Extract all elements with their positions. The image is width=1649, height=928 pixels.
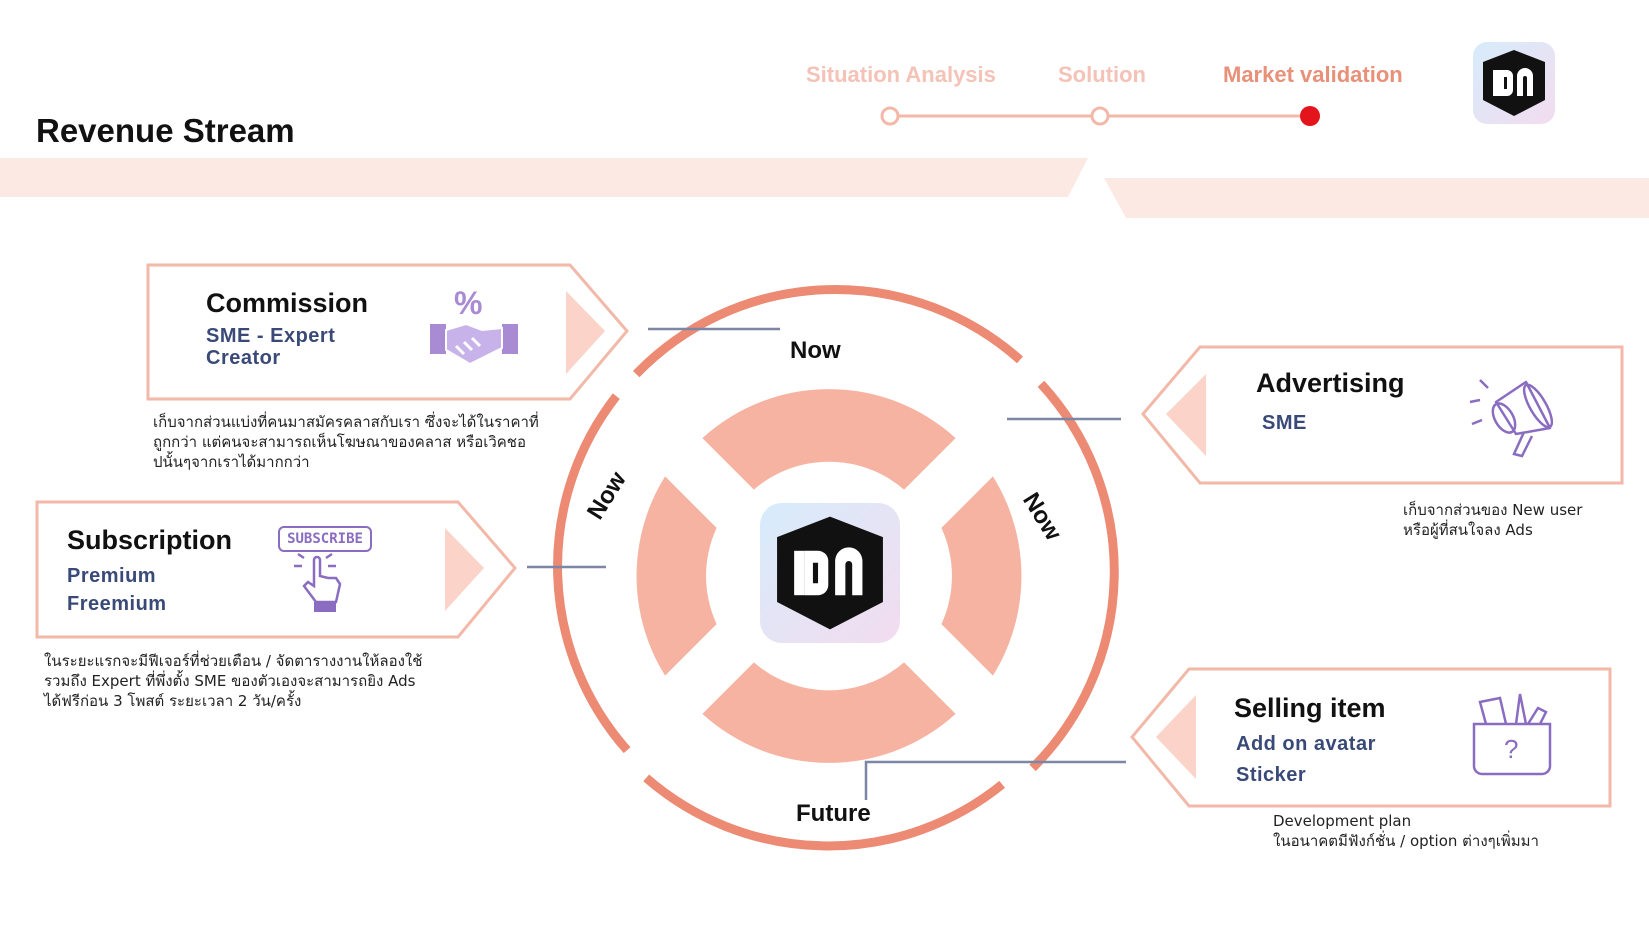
quadrant-top bbox=[702, 389, 956, 490]
subscription-sub-line: Freemium bbox=[67, 593, 167, 615]
subscription-sub-line: Premium bbox=[67, 565, 157, 587]
commission-desc-line: ถูกกว่า แต่คนจะสามารถเห็นโฆษณาของคลาส หร… bbox=[153, 433, 527, 451]
quadrant-right bbox=[941, 476, 1022, 676]
commission-title: Commission bbox=[206, 288, 369, 318]
subscription-sub: Premium Freemium bbox=[67, 562, 167, 618]
step-dot-current bbox=[1300, 106, 1320, 126]
quadrant-left bbox=[636, 476, 717, 676]
dn-cube-logo-icon bbox=[777, 516, 883, 630]
ring-arc-top bbox=[632, 285, 1023, 378]
subscribe-icon-text: SUBSCRIBE bbox=[278, 526, 372, 552]
center-logo bbox=[760, 503, 900, 643]
handshake-percent-icon: % bbox=[430, 285, 518, 366]
selling-sub: Add on avatar Sticker bbox=[1236, 730, 1376, 789]
selling-desc-line: Development plan bbox=[1273, 812, 1412, 830]
commission-desc-line: ปนั้นๆจากเราได้มากกว่า bbox=[153, 453, 310, 471]
advertising-desc: เก็บจากส่วนของ New user หรือผู้ที่สนใจลง… bbox=[1403, 500, 1582, 540]
selling-sub-line: Add on avatar bbox=[1236, 733, 1376, 755]
mystery-box-icon: ? bbox=[1472, 693, 1552, 776]
selling-sub-line: Sticker bbox=[1236, 764, 1307, 786]
subscription-desc-line: รวมถึง Expert ที่พึ่งตั้ง SME ของตัวเองจ… bbox=[44, 672, 416, 690]
ring-arc-left bbox=[553, 393, 631, 754]
subscribe-button-icon: SUBSCRIBE bbox=[278, 526, 372, 622]
commission-desc-line: เก็บจากส่วนแบ่งที่คนมาสมัครคลาสกับเรา ซึ… bbox=[153, 413, 539, 431]
subscription-desc-line: ในระยะแรกจะมีฟีเจอร์ที่ช่วยเตือน / จัดตา… bbox=[44, 652, 423, 670]
svg-text:%: % bbox=[454, 285, 482, 321]
brand-logo bbox=[1473, 42, 1555, 124]
selling-card-frame bbox=[1130, 667, 1612, 808]
progress-line bbox=[880, 106, 1320, 126]
commission-desc: เก็บจากส่วนแบ่งที่คนมาสมัครคลาสกับเรา ซึ… bbox=[153, 412, 539, 472]
progress-tracker: Situation Analysis Solution Market valid… bbox=[0, 0, 1649, 140]
ring-arc-right bbox=[1029, 380, 1119, 772]
selling-desc-line: ในอนาคตมีฟังก์ชั่น / option ต่างๆเพิ่มมา bbox=[1273, 832, 1539, 850]
advertising-desc-line: หรือผู้ที่สนใจลง Ads bbox=[1403, 521, 1533, 539]
subscription-card-frame bbox=[35, 500, 517, 639]
step-dot-1 bbox=[880, 106, 900, 126]
ring-arc-bottom bbox=[643, 774, 1006, 851]
ring-label-bottom: Future bbox=[796, 800, 871, 827]
step-dot-2 bbox=[1090, 106, 1110, 126]
ring-label-top: Now bbox=[790, 337, 841, 364]
subscription-desc: ในระยะแรกจะมีฟีเจอร์ที่ช่วยเตือน / จัดตา… bbox=[44, 651, 422, 711]
selling-desc: Development plan ในอนาคตมีฟังก์ชั่น / op… bbox=[1273, 811, 1539, 851]
advertising-title: Advertising bbox=[1256, 368, 1405, 398]
commission-sub-line: SME - Expert bbox=[206, 325, 336, 347]
advertising-card-frame bbox=[1141, 345, 1624, 485]
quadrant-bottom bbox=[702, 662, 956, 763]
step-solution[interactable]: Solution bbox=[1058, 62, 1146, 87]
commission-sub: SME - Expert Creator bbox=[206, 322, 335, 372]
commission-card-frame bbox=[146, 263, 629, 401]
page-title: Revenue Stream bbox=[36, 112, 295, 149]
subscription-title: Subscription bbox=[67, 525, 233, 555]
svg-text:?: ? bbox=[1504, 734, 1518, 764]
subscription-desc-line: ได้ฟรีก่อน 3 โพสต์ ระยะเวลา 2 วัน/ครั้ง bbox=[44, 692, 302, 710]
step-situation-analysis[interactable]: Situation Analysis bbox=[806, 62, 996, 87]
connector-selling bbox=[864, 760, 1126, 800]
advertising-sub-line: SME bbox=[1262, 412, 1307, 434]
pointer-hand-icon bbox=[294, 552, 342, 612]
commission-sub-line: Creator bbox=[206, 347, 281, 369]
dn-cube-logo-icon bbox=[1483, 50, 1545, 116]
advertising-sub: SME bbox=[1262, 409, 1307, 437]
advertising-desc-line: เก็บจากส่วนของ New user bbox=[1403, 501, 1583, 519]
selling-title: Selling item bbox=[1234, 693, 1386, 723]
megaphone-icon bbox=[1469, 379, 1554, 458]
step-market-validation[interactable]: Market validation bbox=[1223, 62, 1403, 87]
